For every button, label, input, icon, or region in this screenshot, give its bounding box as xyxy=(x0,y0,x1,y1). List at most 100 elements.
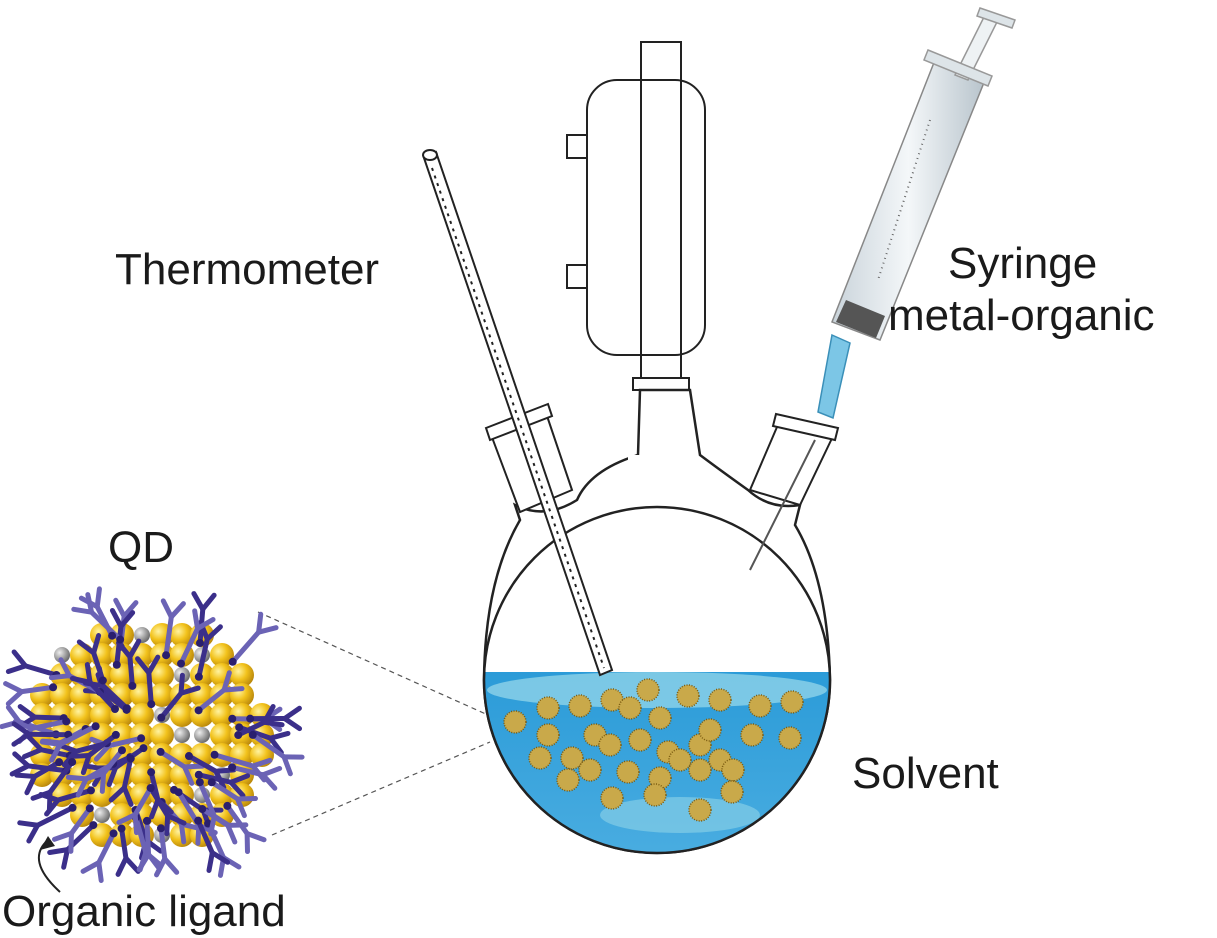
quantum-dot-particle xyxy=(628,728,652,752)
quantum-dot-particle xyxy=(780,690,804,714)
ligand xyxy=(91,650,106,683)
quantum-dot-particle xyxy=(748,694,772,718)
thermometer-icon xyxy=(422,149,614,677)
quantum-dot-particle xyxy=(676,684,700,708)
qd-atom xyxy=(110,803,134,827)
ligand xyxy=(197,779,217,819)
ligand xyxy=(47,759,75,795)
qd-atom xyxy=(210,783,234,807)
ligand xyxy=(35,805,76,828)
qd-atom xyxy=(130,763,154,787)
ligand xyxy=(230,629,262,665)
ligand xyxy=(196,687,227,713)
quantum-dot-particle xyxy=(598,733,622,757)
qd-atom xyxy=(90,783,114,807)
qd-atom xyxy=(90,703,114,727)
ligand xyxy=(148,769,161,803)
ligand xyxy=(29,718,69,731)
qd-atom xyxy=(54,647,70,663)
ligand xyxy=(22,663,59,678)
ligand xyxy=(144,818,152,857)
ligand xyxy=(209,779,240,802)
quantum-dot-particle xyxy=(740,723,764,747)
ligand xyxy=(163,614,174,658)
ligand xyxy=(158,690,184,721)
qd-atom xyxy=(130,703,154,727)
qd-atom xyxy=(150,763,174,787)
quantum-dot-particle xyxy=(616,760,640,784)
quantum-dot-particle xyxy=(708,688,732,712)
qd-atom xyxy=(70,703,94,727)
syringe-label: Syringe xyxy=(948,239,1098,288)
quantum-dot-particle xyxy=(648,706,672,730)
ligand xyxy=(86,732,119,758)
quantum-dot-particle xyxy=(528,746,552,770)
ligand xyxy=(224,803,250,837)
qd-atom xyxy=(210,703,234,727)
ligand xyxy=(146,670,154,707)
qd-atom xyxy=(150,723,174,747)
qd-atom xyxy=(130,743,154,767)
quantum-dot-cluster xyxy=(0,586,305,883)
syringe-icon xyxy=(749,7,1016,571)
qd-atom xyxy=(174,727,190,743)
quantum-dot-particle xyxy=(720,780,744,804)
ligand xyxy=(32,759,62,779)
ligand xyxy=(235,719,267,738)
qd-atom xyxy=(110,663,134,687)
qd-atom xyxy=(210,723,234,747)
qd-atom xyxy=(194,727,210,743)
zoom-lines xyxy=(257,611,491,836)
qd-atom xyxy=(150,663,174,687)
quantum-dot-particle xyxy=(698,718,722,742)
ligand xyxy=(121,756,134,791)
quantum-dot-particle xyxy=(536,723,560,747)
quantum-dot-particle xyxy=(668,748,692,772)
ligand xyxy=(158,825,168,862)
quantum-dot-particle xyxy=(578,758,602,782)
ligand xyxy=(196,636,210,680)
ligand xyxy=(94,604,115,639)
quantum-dot-particle xyxy=(688,798,712,822)
qd-atom xyxy=(170,703,194,727)
qd-atom xyxy=(210,643,234,667)
qd-atom xyxy=(230,663,254,687)
qd-atom xyxy=(70,763,94,787)
quantum-dot-particle xyxy=(643,783,667,807)
quantum-dot-particle xyxy=(503,710,527,734)
quantum-dot-particle xyxy=(536,696,560,720)
ligand xyxy=(32,714,67,721)
qd-atom xyxy=(170,623,194,647)
solvent-label: Solvent xyxy=(852,749,999,798)
ligand xyxy=(57,723,99,747)
quantum-dot-particle xyxy=(688,758,712,782)
ligand xyxy=(100,683,130,711)
ligand xyxy=(132,785,154,818)
ligand xyxy=(212,752,256,769)
qd-label: QD xyxy=(108,523,174,572)
metal-organic-label: metal-organic xyxy=(888,291,1155,340)
quantum-dot-particle xyxy=(721,758,745,782)
organic-ligand-label: Organic ligand xyxy=(2,887,286,936)
qd-atom xyxy=(150,683,174,707)
quantum-dot-particle xyxy=(600,786,624,810)
ligand xyxy=(106,735,144,749)
ligand xyxy=(250,732,287,760)
quantum-dot-particle xyxy=(636,678,660,702)
quantum-dot-particle xyxy=(568,694,592,718)
qd-atom xyxy=(94,807,110,823)
quantum-dot-particle xyxy=(556,768,580,792)
quantum-dot-particle xyxy=(618,696,642,720)
ligand xyxy=(55,787,94,803)
quantum-dot-particle xyxy=(778,726,802,750)
ligand xyxy=(101,747,125,776)
thermometer-label: Thermometer xyxy=(115,245,380,294)
ligand xyxy=(158,749,188,770)
ligand xyxy=(186,753,219,774)
quantum-dot-particles xyxy=(503,678,804,822)
ligand xyxy=(178,626,201,667)
ligand xyxy=(195,818,215,856)
ligand xyxy=(19,684,56,695)
ligand xyxy=(229,764,266,778)
